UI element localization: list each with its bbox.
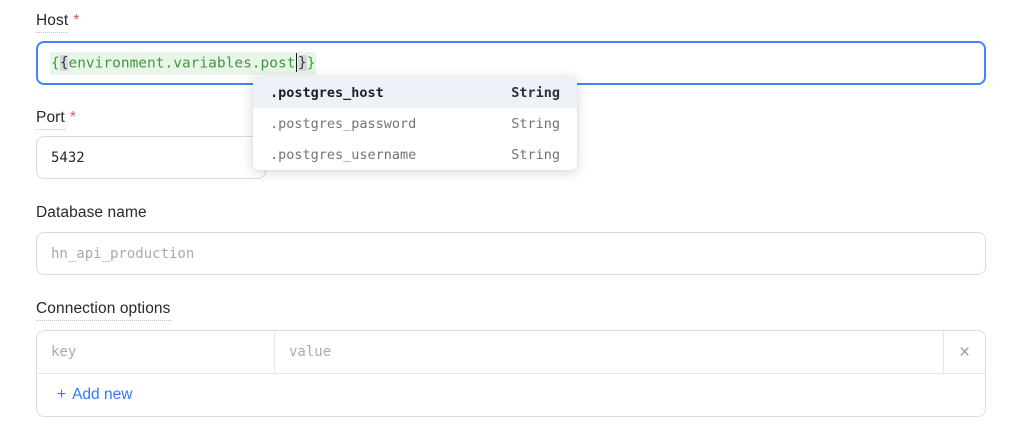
port-input[interactable] <box>36 136 266 179</box>
remove-option-cell: × <box>944 331 985 373</box>
token-open-inner-brace: { <box>59 55 69 71</box>
port-label: Port* <box>36 109 76 130</box>
connection-option-row: × <box>37 331 985 374</box>
option-type-badge: String <box>511 115 560 132</box>
token-close-outer-brace: } <box>306 55 316 71</box>
option-key-input[interactable] <box>37 331 275 373</box>
host-label-text: Host <box>36 12 69 33</box>
option-type-badge: String <box>511 84 560 101</box>
connection-options-table: × + Add new <box>36 330 986 417</box>
autocomplete-option-postgres-username[interactable]: .postgres_username String <box>253 139 577 170</box>
option-value-input[interactable] <box>275 331 944 373</box>
autocomplete-option-postgres-host[interactable]: .postgres_host String <box>253 77 577 108</box>
plus-icon: + <box>57 386 67 403</box>
token-path: environment.variables.post <box>68 55 296 71</box>
add-new-row: + Add new <box>37 374 985 416</box>
connection-options-label: Connection options <box>36 300 171 321</box>
database-name-label: Database name <box>36 204 147 222</box>
option-name: .postgres_password <box>270 115 417 132</box>
required-asterisk: * <box>69 109 76 126</box>
add-new-button[interactable]: + Add new <box>57 386 132 404</box>
port-label-text: Port <box>36 109 65 130</box>
close-icon: × <box>958 341 971 363</box>
remove-option-button[interactable]: × <box>955 341 974 364</box>
token-close-inner-brace: } <box>297 55 307 71</box>
database-name-label-text: Database name <box>36 204 147 221</box>
template-token: {{environment.variables.post}} <box>50 51 317 75</box>
option-type-badge: String <box>511 146 560 163</box>
add-new-label: Add new <box>72 386 133 403</box>
option-name: .postgres_username <box>270 146 417 163</box>
required-asterisk: * <box>73 12 80 29</box>
database-name-input[interactable] <box>36 232 986 275</box>
option-name: .postgres_host <box>270 84 384 101</box>
autocomplete-dropdown: .postgres_host String .postgres_password… <box>253 77 577 170</box>
connection-options-label-text: Connection options <box>36 300 171 321</box>
host-label: Host* <box>36 12 80 33</box>
token-open-outer-brace: { <box>51 55 60 71</box>
text-caret <box>295 52 298 72</box>
autocomplete-option-postgres-password[interactable]: .postgres_password String <box>253 108 577 139</box>
